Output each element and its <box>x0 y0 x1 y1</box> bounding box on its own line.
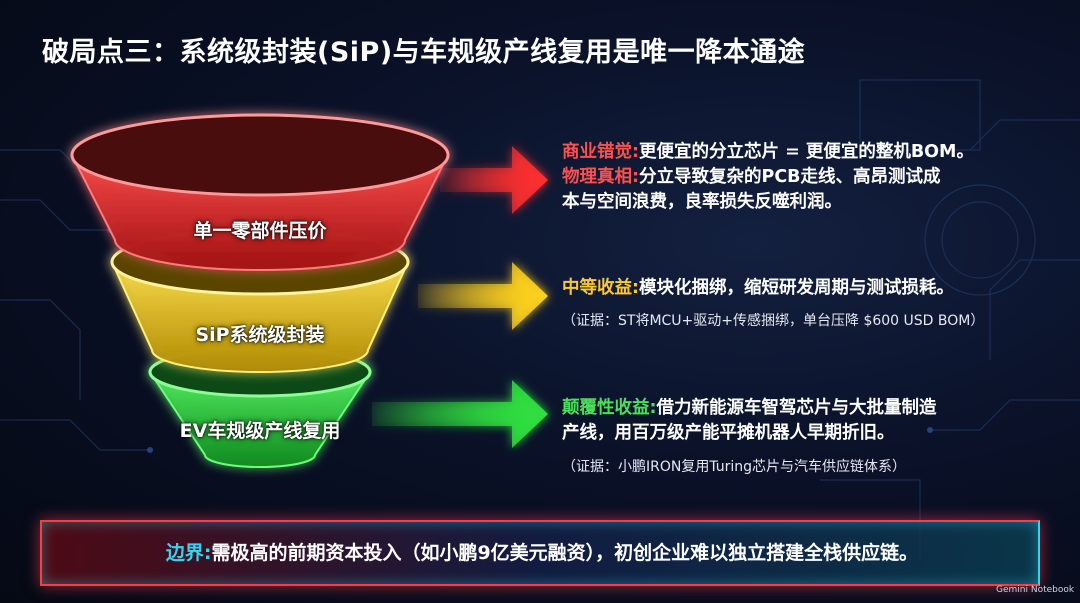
boundary-banner: 边界:需极高的前期资本投入（如小鹏9亿美元融资），初创企业难以独立搭建全栈供应链… <box>40 520 1040 586</box>
keyword-boundary: 边界: <box>165 542 212 564</box>
arrow-yellow <box>418 262 548 330</box>
funnel-tier-red <box>70 113 450 271</box>
keyword-medium-gain: 中等收益: <box>562 278 639 298</box>
arrow-green <box>372 380 548 448</box>
physical-truth-text-2: 本与空间浪费，良率损失反噬利润。 <box>562 192 842 212</box>
tier-label-green: EV车规级产线复用 <box>179 420 341 442</box>
medium-gain-text: 模块化捆绑，缩短研发周期与测试损耗。 <box>639 278 954 298</box>
disruptive-gain-text-2: 产线，用百万级产能平摊机器人早期折旧。 <box>562 423 895 443</box>
tier-label-red: 单一零部件压价 <box>193 220 327 242</box>
keyword-business-illusion: 商业错觉: <box>562 142 639 162</box>
boundary-text: 边界:需极高的前期资本投入（如小鹏9亿美元融资），初创企业难以独立搭建全栈供应链… <box>42 522 1042 588</box>
evidence-green: （证据：小鹏IRON复用Turing芯片与汽车供应链体系） <box>562 459 907 475</box>
boundary-body: 需极高的前期资本投入（如小鹏9亿美元融资），初创企业难以独立搭建全栈供应链。 <box>211 542 919 564</box>
page-title: 破局点三：系统级封装(SiP)与车规级产线复用是唯一降本通途 <box>42 37 806 68</box>
insight-green: 颠覆性收益:借力新能源车智驾芯片与大批量制造 产线，用百万级产能平摊机器人早期折… <box>562 396 937 446</box>
insight-yellow: 中等收益:模块化捆绑，缩短研发周期与测试损耗。 <box>562 276 954 301</box>
keyword-disruptive-gain: 颠覆性收益: <box>562 398 657 418</box>
business-illusion-text: 更便宜的分立芯片 = 更便宜的整机BOM。 <box>639 142 974 162</box>
tier-label-yellow: SiP系统级封装 <box>195 324 325 346</box>
evidence-yellow: （证据：ST将MCU+驱动+传感捆绑，单台压降 $600 USD BOM） <box>562 313 985 329</box>
arrow-red <box>440 146 548 214</box>
keyword-physical-truth: 物理真相: <box>562 167 639 187</box>
watermark: Gemini Notebook <box>996 585 1075 595</box>
physical-truth-text-1: 分立导致复杂的PCB走线、高昂测试成 <box>639 167 941 187</box>
insight-red: 商业错觉:更便宜的分立芯片 = 更便宜的整机BOM。 物理真相:分立导致复杂的P… <box>562 140 974 215</box>
disruptive-gain-text-1: 借力新能源车智驾芯片与大批量制造 <box>656 398 937 418</box>
